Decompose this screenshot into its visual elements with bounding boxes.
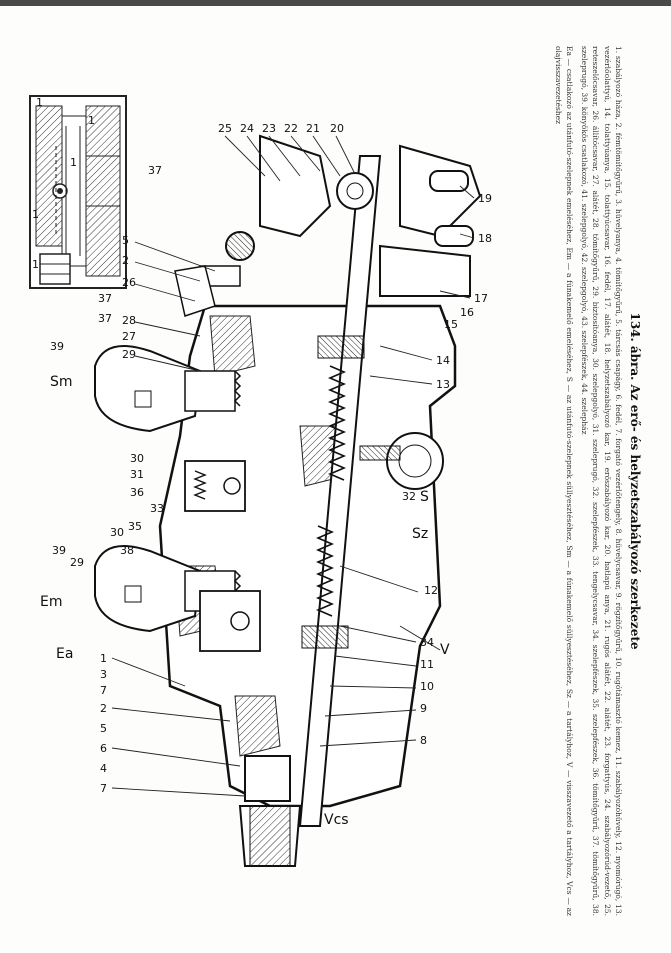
label-inset-1b: 1 xyxy=(88,114,95,127)
label-37a: 37 xyxy=(98,292,112,305)
label-1-lower: 1 xyxy=(100,652,107,665)
label-inset-1d: 1 xyxy=(32,208,39,221)
label-27: 27 xyxy=(122,330,136,343)
label-10: 10 xyxy=(420,680,434,693)
label-38: 38 xyxy=(120,544,134,557)
label-33: 33 xyxy=(150,502,164,515)
label-23: 23 xyxy=(262,122,276,135)
label-port-sz: Sz xyxy=(412,526,428,542)
label-port-sm: Sm xyxy=(50,374,73,390)
label-port-s: S xyxy=(420,489,429,505)
label-11: 11 xyxy=(420,658,434,671)
label-5-lower: 5 xyxy=(100,722,107,735)
label-20: 20 xyxy=(330,122,344,135)
label-4: 4 xyxy=(100,762,107,775)
label-port-ea: Ea xyxy=(56,646,73,662)
leader-lines xyxy=(111,135,475,797)
part-labels: 1 1 1 37 1 1 25 24 23 22 21 20 19 18 17 … xyxy=(32,96,492,828)
main-assembly xyxy=(94,134,482,867)
label-32: 32 xyxy=(402,490,416,503)
label-7-upper: 7 xyxy=(100,684,107,697)
label-22: 22 xyxy=(284,122,298,135)
label-3-lower: 3 xyxy=(100,668,107,681)
label-39-lower: 39 xyxy=(52,544,66,557)
label-2-upper: 2 xyxy=(122,254,129,267)
label-35: 35 xyxy=(128,520,142,533)
spring xyxy=(315,365,347,617)
label-port-v: V xyxy=(440,642,450,658)
label-26: 26 xyxy=(122,276,136,289)
label-inset-1c: 1 xyxy=(70,156,77,169)
label-19: 19 xyxy=(478,192,492,205)
label-16: 16 xyxy=(460,306,474,319)
label-inset-1a: 1 xyxy=(36,96,43,109)
label-8: 8 xyxy=(420,734,427,747)
label-5-upper: 5 xyxy=(122,234,129,247)
caption-area: 134. ábra. Az erő- és helyzetszabályozó … xyxy=(452,46,642,916)
label-7-lower: 7 xyxy=(100,782,107,795)
inset-detail xyxy=(29,95,127,289)
label-30-lower: 30 xyxy=(110,526,124,539)
label-29-upper: 29 xyxy=(122,348,136,361)
figure-notes: Ea — csatlakozó az utánfutó-szelepnek em… xyxy=(553,46,574,916)
label-29-lower: 29 xyxy=(70,556,84,569)
label-25: 25 xyxy=(218,122,232,135)
label-36: 36 xyxy=(130,486,144,499)
label-18: 18 xyxy=(478,232,492,245)
label-24: 24 xyxy=(240,122,254,135)
label-13: 13 xyxy=(436,378,450,391)
technical-drawing: 1 1 1 37 1 1 25 24 23 22 21 20 19 18 17 … xyxy=(29,95,492,867)
label-15: 15 xyxy=(444,318,458,331)
label-37b: 37 xyxy=(98,312,112,325)
label-2-lower: 2 xyxy=(100,702,107,715)
caption-rotated: 134. ábra. Az erő- és helyzetszabályozó … xyxy=(452,46,642,916)
label-17: 17 xyxy=(474,292,488,305)
label-21: 21 xyxy=(306,122,320,135)
label-31: 31 xyxy=(130,468,144,481)
scanned-page: 1 1 1 37 1 1 25 24 23 22 21 20 19 18 17 … xyxy=(0,6,671,953)
label-30-upper: 30 xyxy=(130,452,144,465)
label-inset-37: 37 xyxy=(148,164,162,177)
label-port-vcs: Vcs xyxy=(324,812,349,828)
figure-legend: 1. szabályozó háza, 2. fémtömítőgyűrű, 3… xyxy=(580,46,623,916)
label-inset-1e: 1 xyxy=(32,258,39,271)
label-9: 9 xyxy=(420,702,427,715)
label-28: 28 xyxy=(122,314,136,327)
label-6: 6 xyxy=(100,742,107,755)
figure-title: 134. ábra. Az erő- és helyzetszabályozó … xyxy=(628,312,642,650)
top-bar xyxy=(0,0,671,6)
label-12: 12 xyxy=(424,584,438,597)
label-14: 14 xyxy=(436,354,450,367)
label-port-em: Em xyxy=(40,594,62,610)
label-39-upper: 39 xyxy=(50,340,64,353)
